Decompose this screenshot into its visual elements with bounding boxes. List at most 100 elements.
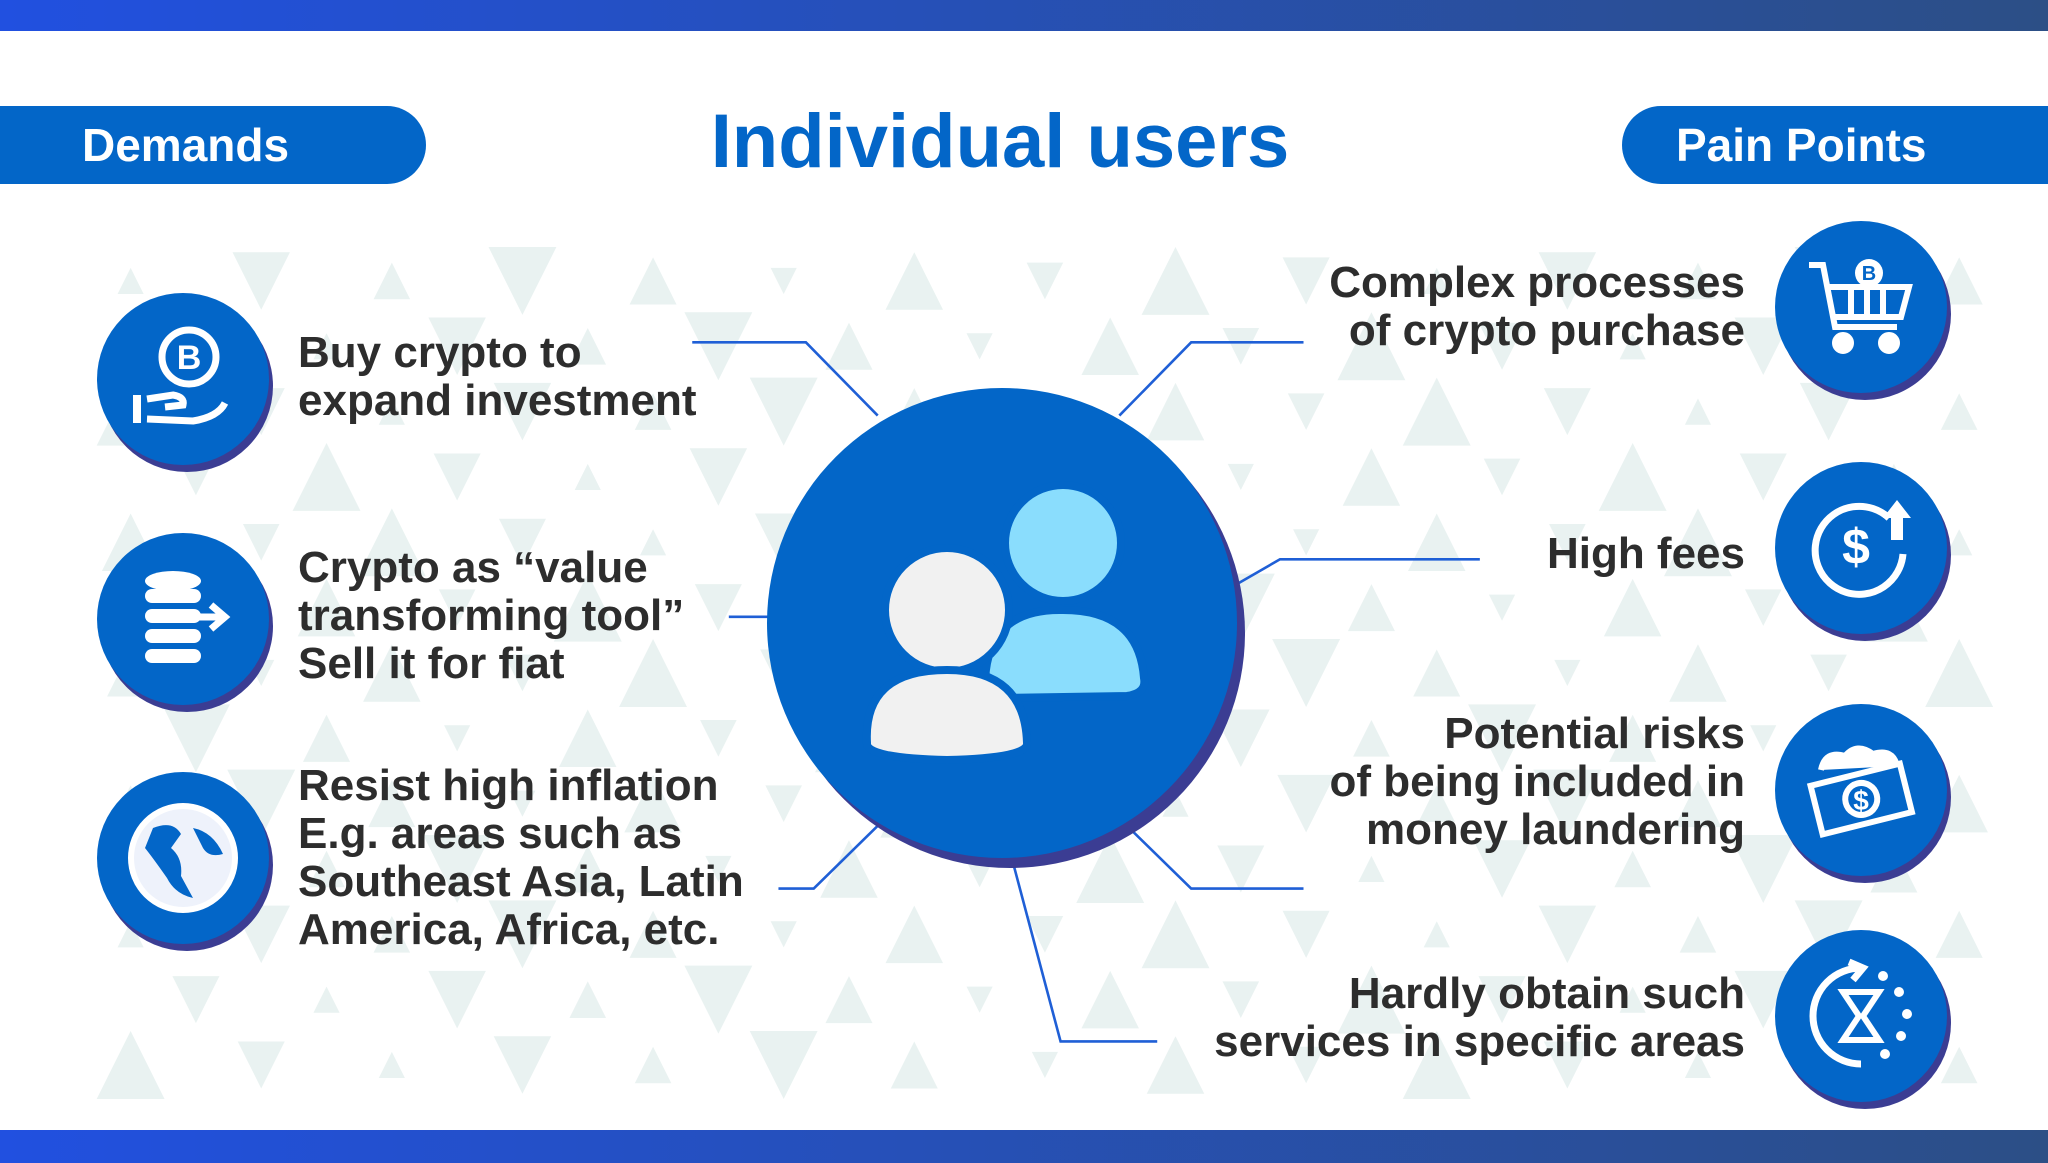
background-triangle <box>640 529 667 556</box>
connector-demand-1 <box>692 341 879 417</box>
background-triangle <box>1081 970 1139 1029</box>
background-triangle <box>1478 976 1526 1024</box>
text-line: Sell it for fiat <box>298 639 565 688</box>
demand-text-1: Buy crypto to expand investment <box>298 329 697 425</box>
background-triangle <box>504 654 541 692</box>
background-triangle <box>428 970 486 1029</box>
demand-icon-circle-2 <box>97 533 269 705</box>
background-triangle <box>1729 835 1798 903</box>
background-triangle <box>1619 986 1646 1013</box>
background-triangle <box>1353 720 1390 757</box>
background-triangle <box>1794 900 1863 969</box>
background-triangle <box>1543 388 1591 436</box>
background-triangle <box>96 1031 165 1099</box>
background-triangle <box>378 1051 405 1079</box>
background-triangle <box>749 377 818 446</box>
background-triangle <box>1418 785 1456 822</box>
background-triangle <box>1222 327 1260 365</box>
background-triangle <box>684 965 753 1034</box>
background-triangle <box>1141 246 1210 315</box>
background-triangle <box>1603 578 1662 637</box>
background-triangle <box>1423 267 1450 295</box>
background-triangle <box>1402 1031 1471 1099</box>
pain-icon-circle-2: $ <box>1775 462 1947 634</box>
background-triangle <box>1810 654 1847 692</box>
background-triangle <box>232 252 290 310</box>
background-triangle <box>1282 910 1330 958</box>
svg-text:$: $ <box>1842 519 1870 575</box>
background-triangle <box>1669 644 1727 702</box>
background-triangle <box>574 463 601 491</box>
text-line: Hardly obtain such <box>1348 969 1745 1018</box>
background-triangle <box>619 638 688 707</box>
background-triangle <box>292 442 361 511</box>
background-triangle <box>493 382 552 441</box>
background-triangle <box>1940 1046 1978 1084</box>
svg-text:B: B <box>1862 263 1876 285</box>
background-triangle <box>1684 1051 1712 1079</box>
text-line: of being included in <box>1329 757 1745 806</box>
background-triangle <box>1337 312 1406 381</box>
background-triangle <box>1413 649 1461 697</box>
background-triangle <box>700 720 737 757</box>
background-triangle <box>498 518 546 566</box>
background-triangle <box>1347 584 1395 632</box>
background-triangle <box>1684 398 1712 425</box>
coin-stack-transfer-icon <box>145 571 231 663</box>
background-triangle <box>694 584 742 632</box>
background-triangle <box>1358 855 1385 883</box>
text-line: E.g. areas such as <box>298 809 682 858</box>
connector-pain-3 <box>1130 828 1304 890</box>
demand-icon-circle-3 <box>97 772 269 944</box>
pain-text-4: Hardly obtain such services in specific … <box>1214 970 1745 1066</box>
text-line: Complex processes <box>1329 258 1745 307</box>
bottom-banner <box>0 1130 2048 1163</box>
background-triangle <box>1925 638 1994 707</box>
background-triangle <box>177 458 215 496</box>
text-line: Resist high inflation <box>298 761 719 810</box>
text-line: of crypto purchase <box>1348 306 1745 355</box>
background-triangle <box>1031 1051 1058 1079</box>
background-triangle <box>1744 589 1782 626</box>
background-triangle <box>227 769 296 838</box>
background-triangle <box>1342 448 1401 506</box>
background-triangle <box>313 333 340 360</box>
background-triangle <box>966 986 993 1013</box>
demand-icon-circle-1: B <box>97 293 269 465</box>
text-line: expand investment <box>298 376 697 425</box>
background-triangle <box>705 855 732 883</box>
background-triangle <box>770 921 797 948</box>
page-title: Individual users <box>710 99 1290 184</box>
background-triangle <box>1609 714 1657 762</box>
background-triangle <box>242 524 280 561</box>
background-triangle <box>559 709 617 768</box>
background-triangle <box>885 905 944 964</box>
connector-pain-1 <box>1118 341 1304 417</box>
background-triangle <box>308 850 345 888</box>
background-triangle <box>1081 317 1139 376</box>
background-triangle <box>368 780 416 828</box>
background-triangle <box>1799 382 1858 441</box>
background-triangle <box>363 644 421 702</box>
background-triangle <box>1277 774 1335 833</box>
background-triangle <box>161 704 230 773</box>
money-laundering-icon: $ <box>1806 745 1916 838</box>
background-triangle <box>629 910 677 958</box>
background-triangle <box>1337 965 1406 1034</box>
background-triangle <box>433 453 481 501</box>
bitcoin-cart-icon: B <box>1809 259 1913 354</box>
background-triangle <box>553 573 622 642</box>
background-triangle <box>303 714 351 762</box>
background-triangle <box>1533 769 1602 838</box>
individual-users-circle <box>767 388 1237 858</box>
pain-text-3: Potential risks of being included in mon… <box>1329 710 1745 854</box>
text-line: services in specific areas <box>1214 1017 1745 1066</box>
background-triangle <box>569 327 607 365</box>
background-triangle <box>1619 333 1646 360</box>
background-triangle <box>564 845 612 893</box>
background-triangle <box>820 840 878 898</box>
background-triangle <box>237 1041 285 1089</box>
background-triangle <box>1146 382 1205 441</box>
background-triangle <box>373 262 411 300</box>
background-triangle <box>1664 508 1732 577</box>
